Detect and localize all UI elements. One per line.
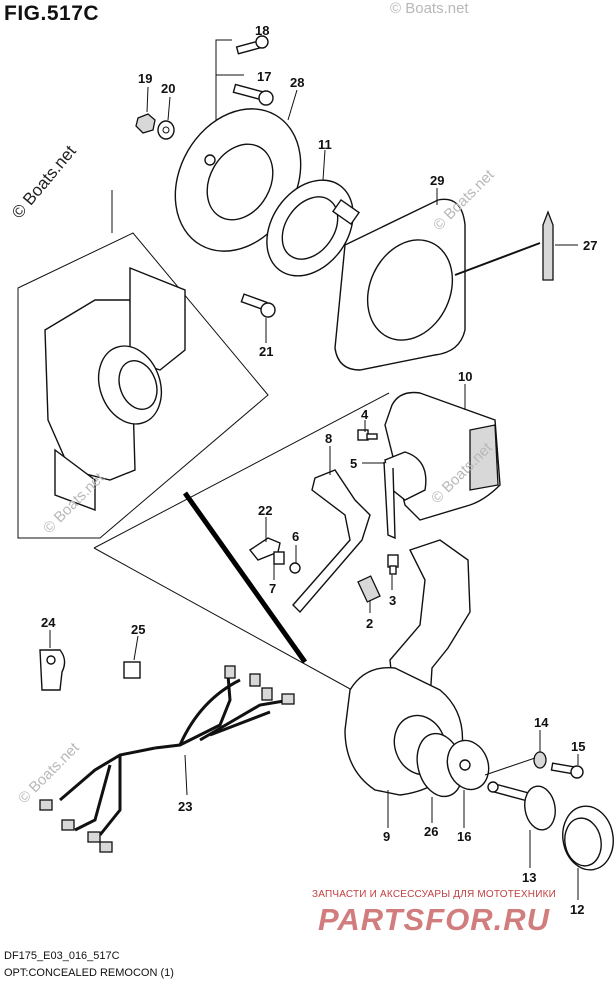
callout-28: 28 [290, 75, 305, 90]
part-13-shaft [487, 781, 556, 831]
callout-27: 27 [583, 238, 598, 253]
housing-group-outline [17, 232, 269, 539]
footer-model: DF175_E03_016_517C [4, 950, 120, 962]
footer-caption: OPT:CONCEALED REMOCON (1) [4, 967, 174, 979]
callout-7: 7 [269, 581, 277, 596]
part-19-nut [135, 113, 156, 134]
callout-17: 17 [257, 69, 272, 84]
part-12-knob [562, 805, 614, 871]
part-14-nut [533, 751, 547, 769]
part-22-clip [248, 537, 281, 561]
callout-13: 13 [522, 870, 537, 885]
leader-14 [484, 757, 536, 776]
callout-26: 26 [424, 824, 439, 839]
part-15-screw [550, 762, 584, 779]
callout-19: 19 [138, 71, 153, 86]
part-28-cover [174, 108, 302, 252]
lower-group-outline [93, 392, 390, 549]
callout-16: 16 [457, 829, 472, 844]
part-2-spring [357, 575, 381, 603]
promo-tagline: ЗАПЧАСТИ И АКСЕССУАРЫ ДЛЯ МОТОТЕХНИКИ [312, 889, 557, 900]
throttle-shaft-line [182, 491, 308, 664]
callout-12: 12 [570, 902, 585, 917]
part-17-screw [232, 83, 274, 106]
part-16-plate [446, 739, 490, 791]
part-25-clip [123, 661, 141, 679]
part-11-ring [266, 179, 361, 277]
part-20-washer [157, 120, 175, 140]
part-24-terminal [39, 649, 66, 691]
callout-3: 3 [389, 593, 397, 608]
callout-25: 25 [131, 622, 146, 637]
callout-9: 9 [383, 829, 391, 844]
callout-23: 23 [178, 799, 193, 814]
callout-6: 6 [292, 529, 300, 544]
callout-4: 4 [361, 407, 369, 422]
leader-lines [49, 86, 579, 900]
watermark-top: © Boats.net [390, 0, 469, 17]
part-7-screw [273, 551, 285, 565]
part-6-washer [289, 562, 301, 574]
callout-15: 15 [571, 739, 586, 754]
part-29-gasket [334, 198, 466, 371]
callout-8: 8 [325, 431, 333, 446]
callout-18: 18 [255, 23, 270, 38]
part-18-screw [235, 35, 269, 55]
lower-group-outline-2 [93, 547, 353, 691]
callout-14: 14 [534, 715, 549, 730]
part-23-harness [39, 665, 295, 853]
part-21-screw [240, 293, 276, 318]
callout-5: 5 [350, 456, 358, 471]
figure-title: FIG.517C [4, 2, 100, 25]
part-3-screw [387, 554, 399, 575]
part-5-lever [383, 451, 427, 540]
leader-27 [454, 242, 541, 276]
callout-20: 20 [161, 81, 176, 96]
callout-29: 29 [430, 173, 445, 188]
promo-brand: PARTSFOR.RU [318, 902, 551, 937]
part-4-screw [357, 429, 378, 441]
callout-21: 21 [259, 344, 274, 359]
remote-control-housing [44, 266, 186, 512]
callout-11: 11 [318, 137, 332, 152]
callout-24: 24 [41, 615, 56, 630]
callout-2: 2 [366, 616, 374, 631]
callout-10: 10 [458, 369, 473, 384]
part-8-lever [292, 469, 371, 614]
part-27-key [542, 210, 554, 281]
callout-22: 22 [258, 503, 273, 518]
